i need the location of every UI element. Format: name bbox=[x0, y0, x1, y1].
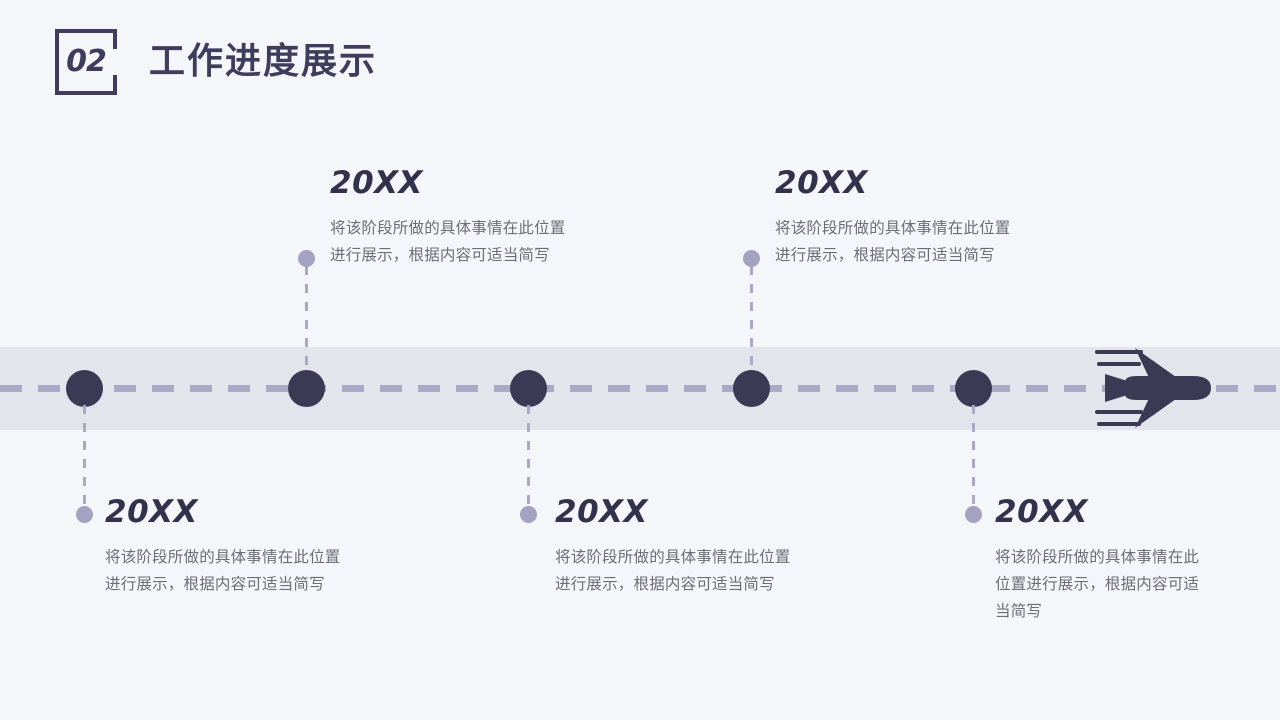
timeline-node-4[interactable] bbox=[733, 370, 770, 407]
connector-dot-4 bbox=[743, 250, 760, 267]
timeline-node-3[interactable] bbox=[510, 370, 547, 407]
event-year-2: 20XX bbox=[330, 165, 423, 201]
event-desc-2: 将该阶段所做的具体事情在此位置进行展示，根据内容可适当简写 bbox=[330, 219, 566, 264]
badge-frame-right-top bbox=[113, 29, 117, 49]
event-desc-3: 将该阶段所做的具体事情在此位置进行展示，根据内容可适当简写 bbox=[555, 548, 791, 593]
connector-line-1 bbox=[83, 405, 86, 513]
event-year-3: 20XX bbox=[555, 494, 648, 530]
event-year-4: 20XX bbox=[775, 165, 868, 201]
event-desc-4: 将该阶段所做的具体事情在此位置进行展示，根据内容可适当简写 bbox=[775, 219, 1011, 264]
timeline-node-2[interactable] bbox=[288, 370, 325, 407]
connector-dot-5 bbox=[965, 506, 982, 523]
badge-frame-top bbox=[55, 29, 117, 33]
page-title: 工作进度展示 bbox=[149, 41, 378, 82]
timeline-node-5[interactable] bbox=[955, 370, 992, 407]
connector-line-4 bbox=[750, 266, 753, 372]
timeline-dashed-rail bbox=[0, 385, 1280, 392]
event-year-1: 20XX bbox=[105, 494, 198, 530]
badge-frame-bottom bbox=[55, 91, 117, 95]
timeline-node-1[interactable] bbox=[66, 370, 103, 407]
connector-line-2 bbox=[305, 266, 308, 372]
timeline-event-1: 20XX 将该阶段所做的具体事情在此位置进行展示，根据内容可适当简写 bbox=[105, 497, 355, 598]
airplane-icon bbox=[1075, 338, 1225, 438]
connector-dot-2 bbox=[298, 250, 315, 267]
event-year-5: 20XX bbox=[995, 494, 1088, 530]
timeline-event-5: 20XX 将该阶段所做的具体事情在此位置进行展示，根据内容可适当简写 bbox=[995, 497, 1200, 625]
section-number-text: 02 bbox=[66, 44, 107, 79]
section-number-badge: 02 bbox=[55, 29, 117, 95]
timeline-event-4: 20XX 将该阶段所做的具体事情在此位置进行展示，根据内容可适当简写 bbox=[775, 168, 1025, 269]
event-desc-1: 将该阶段所做的具体事情在此位置进行展示，根据内容可适当简写 bbox=[105, 548, 341, 593]
badge-frame-left bbox=[55, 29, 59, 95]
connector-dot-3 bbox=[520, 506, 537, 523]
slide-header: 02 工作进度展示 bbox=[55, 28, 377, 96]
event-desc-5: 将该阶段所做的具体事情在此位置进行展示，根据内容可适当简写 bbox=[995, 548, 1200, 620]
badge-frame-right-bottom bbox=[113, 75, 117, 95]
timeline-event-2: 20XX 将该阶段所做的具体事情在此位置进行展示，根据内容可适当简写 bbox=[330, 168, 580, 269]
connector-line-3 bbox=[527, 405, 530, 513]
connector-dot-1 bbox=[76, 506, 93, 523]
connector-line-5 bbox=[972, 405, 975, 513]
timeline-event-3: 20XX 将该阶段所做的具体事情在此位置进行展示，根据内容可适当简写 bbox=[555, 497, 805, 598]
